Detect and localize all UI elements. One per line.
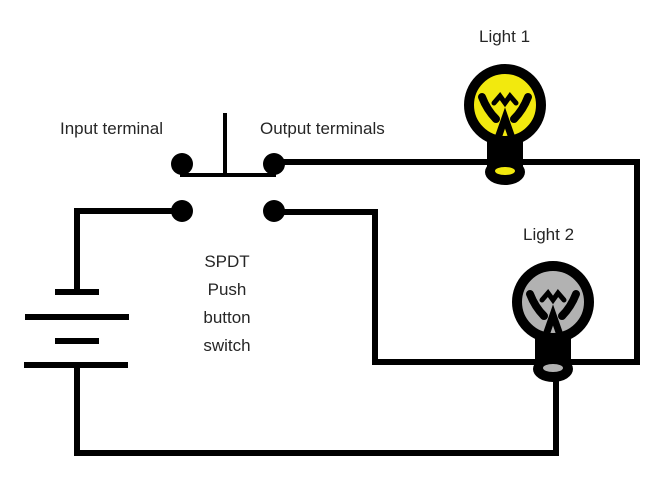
switch-contact-bar xyxy=(180,173,276,177)
switch-actuator-line xyxy=(223,113,227,177)
wire-battery-bottom-vertical xyxy=(74,366,80,456)
wire-right-vertical xyxy=(634,159,640,365)
switch-terminal-dot-upper-right xyxy=(263,153,285,175)
switch-label-line-4: switch xyxy=(203,336,251,355)
wire-output2-horizontal xyxy=(274,209,378,215)
battery-plate-short-2 xyxy=(55,338,99,344)
battery-plate-short-1 xyxy=(55,289,99,295)
wire-output2-vertical xyxy=(372,209,378,365)
switch-terminal-dot-lower-right xyxy=(263,200,285,222)
switch-label-line-3: button xyxy=(203,308,251,327)
battery-plate-long-1 xyxy=(25,314,129,320)
switch-terminal-dot-upper-left xyxy=(171,153,193,175)
light2-label: Light 2 xyxy=(523,225,575,244)
output-terminals-label: Output terminals xyxy=(260,119,385,138)
light2-filament xyxy=(526,288,580,339)
wire-bottom-rail xyxy=(74,450,559,456)
wire-battery-top-vertical xyxy=(74,208,80,293)
switch-label: SPDT Push button switch xyxy=(182,248,272,360)
light2-bulb-icon xyxy=(512,261,594,382)
light1-bulb-icon xyxy=(464,64,546,185)
wire-output1-rail xyxy=(274,159,640,165)
switch-terminal-dot-lower-left xyxy=(171,200,193,222)
input-terminal-label: Input terminal xyxy=(60,119,163,138)
battery-plate-long-2 xyxy=(24,362,128,368)
wire-lower-rail xyxy=(372,359,640,365)
switch-label-line-2: Push xyxy=(207,280,247,299)
wire-light2-vertical xyxy=(553,370,559,456)
switch-label-line-1: SPDT xyxy=(204,252,250,271)
light1-filament xyxy=(478,91,532,142)
wire-input-horizontal xyxy=(74,208,182,214)
light1-label: Light 1 xyxy=(479,27,531,46)
